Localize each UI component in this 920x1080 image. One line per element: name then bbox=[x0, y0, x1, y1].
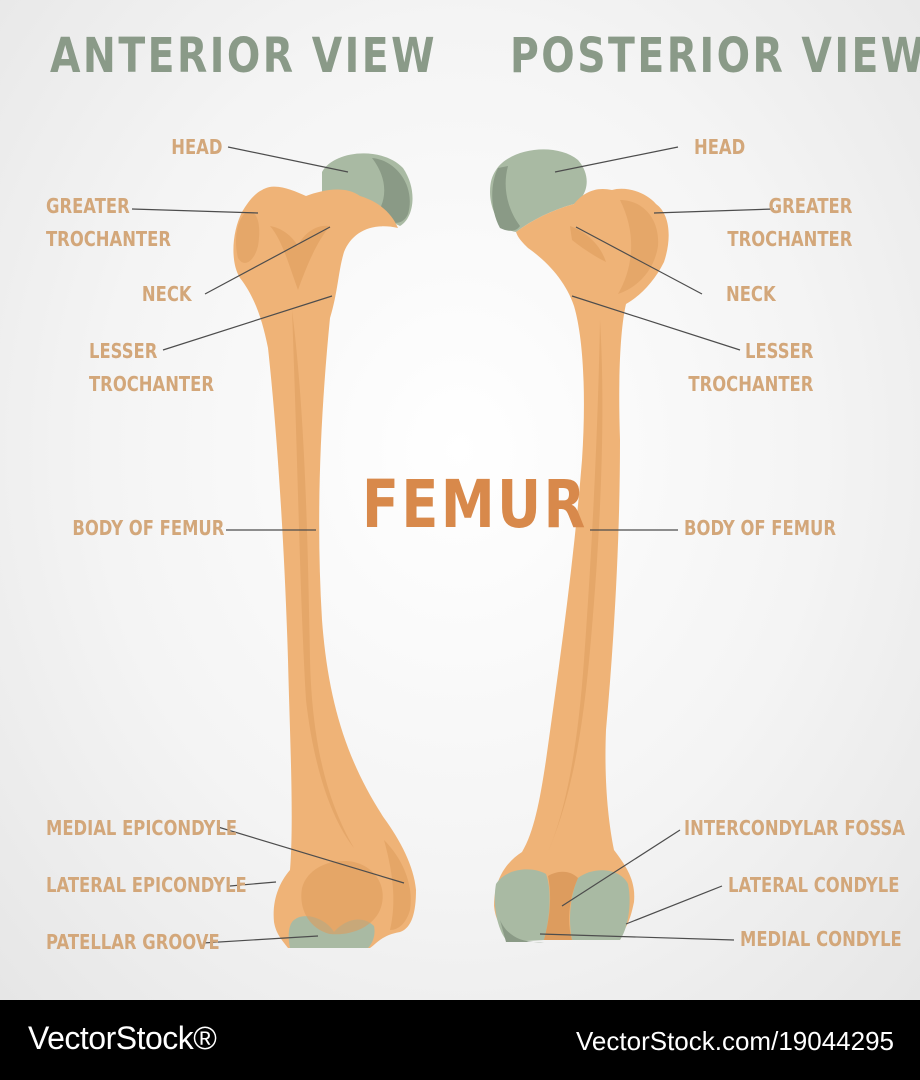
leader-posterior-neck bbox=[575, 226, 703, 295]
label-posterior-neck: NECK bbox=[726, 282, 776, 306]
anterior-epicondyle-shadow bbox=[384, 840, 411, 930]
label-anterior-medial-epicondyle: MEDIAL EPICONDYLE bbox=[46, 816, 238, 840]
anterior-neck-shadow bbox=[270, 225, 330, 290]
femur-title: FEMUR bbox=[362, 466, 588, 543]
posterior-femur-bone bbox=[494, 188, 669, 940]
label-posterior-body: BODY OF FEMUR bbox=[684, 516, 836, 540]
leader-posterior-medial-condyle bbox=[539, 933, 735, 941]
label-line: LESSER bbox=[89, 339, 158, 363]
anterior-patellar-groove bbox=[301, 861, 383, 935]
label-posterior-medial-condyle: MEDIAL CONDYLE bbox=[740, 927, 902, 951]
leader-posterior-greater-trochanter bbox=[653, 208, 775, 214]
leader-anterior-head bbox=[227, 146, 349, 173]
leader-posterior-lesser-trochanter bbox=[571, 295, 741, 351]
leader-posterior-head bbox=[554, 146, 679, 173]
femur-illustration bbox=[131, 146, 775, 948]
label-line: LESSER bbox=[744, 339, 813, 363]
posterior-lateral-condyle bbox=[494, 869, 550, 942]
anterior-shaft-shadow bbox=[292, 310, 354, 848]
leader-anterior-lateral-epicondyle bbox=[229, 881, 277, 887]
watermark-footer: VectorStock® VectorStock.com/19044295 bbox=[0, 1000, 920, 1080]
background bbox=[0, 0, 920, 1000]
label-anterior-head: HEAD bbox=[170, 135, 222, 159]
label-anterior-greater-trochanter: GREATER TROCHANTER bbox=[46, 190, 171, 256]
posterior-neck-shadow bbox=[570, 226, 606, 262]
label-posterior-greater-trochanter: GREATER TROCHANTER bbox=[727, 190, 852, 256]
leader-lines bbox=[131, 146, 775, 944]
label-line: GREATER bbox=[46, 194, 130, 218]
label-posterior-head: HEAD bbox=[694, 135, 746, 159]
posterior-femur bbox=[490, 149, 669, 943]
label-line: TROCHANTER bbox=[46, 227, 171, 251]
leader-anterior-patellar-groove bbox=[202, 935, 319, 944]
label-line: TROCHANTER bbox=[89, 372, 214, 396]
leader-anterior-medial-epicondyle bbox=[217, 826, 405, 884]
anterior-femur-bone bbox=[233, 186, 416, 948]
posterior-trochanter-shadow bbox=[618, 200, 659, 294]
posterior-head-shadow bbox=[492, 166, 520, 231]
label-anterior-lesser-trochanter: LESSER TROCHANTER bbox=[89, 335, 214, 401]
leader-posterior-lateral-condyle bbox=[625, 885, 723, 925]
label-anterior-neck: NECK bbox=[142, 282, 192, 306]
label-line: TROCHANTER bbox=[727, 227, 852, 251]
label-anterior-lateral-epicondyle: LATERAL EPICONDYLE bbox=[46, 873, 247, 897]
label-posterior-lesser-trochanter: LESSER TROCHANTER bbox=[688, 335, 813, 401]
image-reference: VectorStock.com/19044295 bbox=[576, 1026, 894, 1056]
brand-logo: VectorStock® bbox=[28, 1020, 217, 1056]
anterior-head-shadow bbox=[372, 158, 410, 223]
posterior-condyle-shadow bbox=[500, 920, 544, 943]
posterior-view-title: POSTERIOR VIEW bbox=[510, 28, 920, 84]
label-line: GREATER bbox=[768, 194, 852, 218]
label-line: TROCHANTER bbox=[688, 372, 813, 396]
label-posterior-lateral-condyle: LATERAL CONDYLE bbox=[728, 873, 900, 897]
anterior-femur bbox=[233, 153, 416, 948]
label-posterior-intercondylar-fossa: INTERCONDYLAR FOSSA bbox=[684, 816, 906, 840]
anterior-greater-trochanter-shadow bbox=[236, 211, 260, 263]
anterior-view-title: ANTERIOR VIEW bbox=[50, 28, 437, 84]
posterior-intercondylar-fossa bbox=[544, 871, 578, 940]
leader-anterior-neck bbox=[204, 226, 331, 295]
leader-anterior-greater-trochanter bbox=[131, 208, 259, 214]
leader-posterior-intercondylar-fossa bbox=[561, 829, 681, 907]
label-anterior-patellar-groove: PATELLAR GROOVE bbox=[46, 930, 220, 954]
posterior-medial-condyle bbox=[570, 870, 630, 940]
label-anterior-body: BODY OF FEMUR bbox=[72, 516, 224, 540]
posterior-shaft-shadow bbox=[548, 320, 603, 852]
leader-anterior-lesser-trochanter bbox=[162, 295, 333, 351]
